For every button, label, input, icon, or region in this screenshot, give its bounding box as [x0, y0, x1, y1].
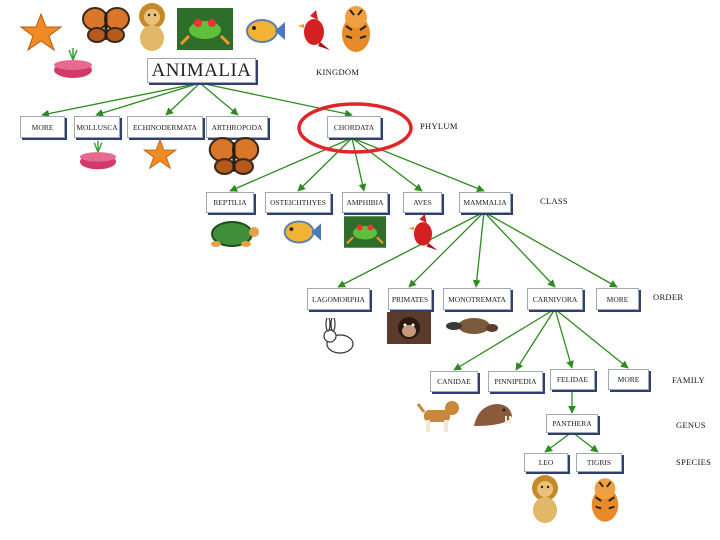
node-phylum-more: MORE [20, 116, 65, 138]
cardinal-bird-icon [298, 10, 330, 50]
node-order-carnivora: CARNIVORA [527, 288, 583, 310]
edge [483, 211, 556, 288]
level-label-order: ORDER [653, 292, 684, 302]
node-class-reptilia: REPTILIA [206, 192, 254, 213]
edge [41, 82, 201, 118]
edge [351, 137, 423, 192]
anemone-icon [79, 140, 117, 170]
turtle-icon [211, 221, 259, 247]
node-order-lagomorpha: LAGOMORPHA [307, 288, 370, 310]
edge [554, 308, 629, 369]
butterfly-icon [82, 7, 130, 43]
node-genus-panthera: PANTHERA [546, 414, 598, 433]
dog-icon [416, 401, 459, 432]
edge [199, 82, 239, 116]
starfish-icon [142, 138, 178, 170]
butterfly-icon [208, 137, 260, 175]
node-class-osteichthyes: OSTEICHTHYES [265, 192, 331, 213]
node-order-monotremata: MONOTREMATA [443, 288, 511, 310]
node-order-more: MORE [596, 288, 639, 310]
level-label-family: FAMILY [672, 375, 705, 385]
edge [297, 137, 353, 192]
edge [483, 211, 618, 288]
edge [199, 82, 353, 118]
level-label-class: CLASS [540, 196, 568, 206]
edge [165, 82, 201, 116]
frog-icon [344, 216, 386, 248]
rabbit-icon [323, 318, 354, 354]
level-label-kingdom: KINGDOM [316, 67, 360, 77]
tiger-icon [591, 478, 619, 522]
node-family-pinnipedia: PINNIPEDIA [488, 371, 543, 392]
highlight-ellipse [297, 102, 413, 154]
lion-icon [139, 3, 165, 51]
edge [351, 137, 367, 192]
edge [95, 82, 201, 117]
cardinal-bird-icon [408, 214, 438, 251]
edge [472, 211, 485, 288]
node-class-amphibia: AMPHIBIA [342, 192, 388, 213]
level-label-phylum: PHYLUM [420, 121, 458, 131]
edge [453, 308, 556, 371]
edge [229, 137, 353, 192]
node-phylum-arthropoda: ARTHROPODA [206, 116, 268, 138]
node-species-tigris: TIGRIS [576, 453, 622, 472]
edge [408, 211, 485, 288]
level-label-species: SPECIES [676, 457, 712, 467]
node-family-felidae: FELIDAE [550, 369, 595, 390]
tiger-icon [342, 6, 370, 52]
node-class-aves: AVES [403, 192, 442, 213]
node-animalia: ANIMALIA [147, 58, 256, 83]
platypus-icon [446, 318, 498, 334]
level-label-genus: GENUS [676, 420, 706, 430]
chimpanzee-icon [387, 312, 431, 344]
anemone-icon [54, 48, 92, 78]
node-phylum-chordata: CHORDATA [327, 116, 381, 138]
fish-icon [246, 19, 285, 43]
node-family-more: MORE [608, 369, 649, 390]
node-species-leo: LEO [524, 453, 568, 472]
node-phylum-echinodermata: ECHINODERMATA [127, 116, 203, 138]
connector-lines [41, 82, 629, 453]
node-class-mammalia: MAMMALIA [459, 192, 511, 213]
edge [544, 431, 573, 453]
frog-icon [177, 8, 233, 50]
edge [515, 308, 556, 371]
node-family-canidae: CANIDAE [430, 371, 478, 392]
node-order-primates: PRIMATES [388, 288, 432, 310]
lion-icon [532, 475, 558, 523]
edge [554, 308, 574, 369]
starfish-icon [19, 12, 63, 52]
edge [571, 431, 599, 453]
walrus-icon [474, 404, 512, 426]
edge [351, 137, 485, 193]
node-phylum-mollusca: MOLLUSCA [74, 116, 120, 138]
fish-icon [283, 220, 322, 244]
edge [337, 211, 485, 288]
